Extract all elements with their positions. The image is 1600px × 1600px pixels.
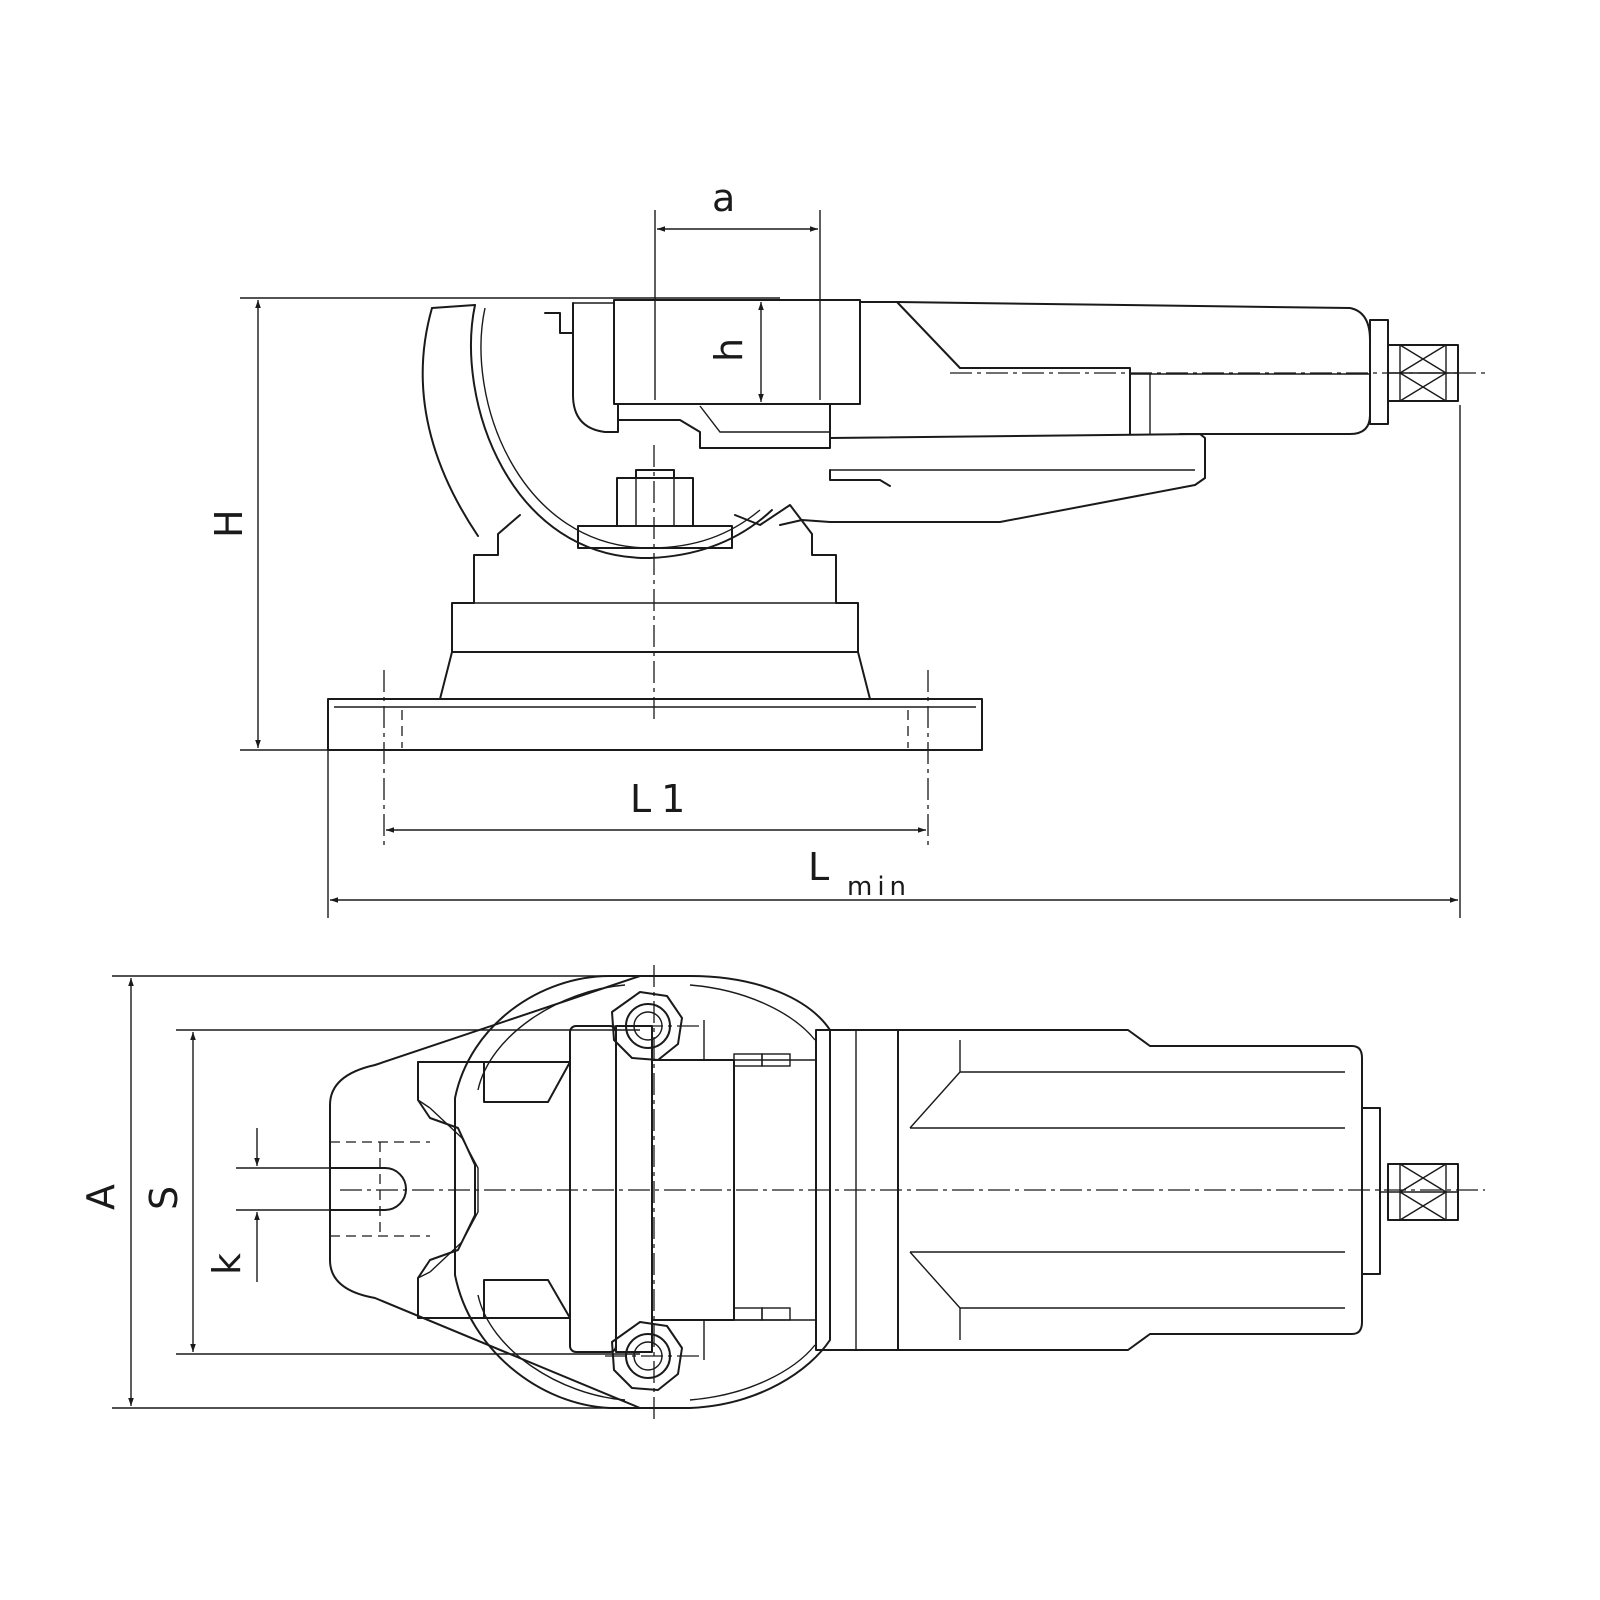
dimension-A: A bbox=[79, 975, 640, 1409]
side-view bbox=[327, 299, 1485, 850]
label-L: L bbox=[808, 845, 829, 889]
top-view bbox=[329, 965, 1485, 1420]
base-plate bbox=[327, 670, 983, 850]
dimension-k: k bbox=[205, 1128, 330, 1282]
clamp-nut bbox=[577, 469, 733, 549]
jaws bbox=[544, 299, 861, 449]
label-h: h bbox=[707, 338, 751, 362]
t-slot bbox=[329, 1141, 430, 1237]
dimension-L1: L1 bbox=[386, 777, 926, 833]
label-L1: L1 bbox=[630, 777, 695, 821]
label-min: min bbox=[847, 872, 911, 902]
swivel-disc bbox=[454, 975, 831, 1409]
dimension-h: h bbox=[707, 299, 780, 405]
dimension-Lmin: L min bbox=[327, 405, 1461, 918]
label-S: S bbox=[142, 1186, 186, 1210]
label-k: k bbox=[205, 1253, 249, 1275]
label-a: a bbox=[712, 176, 735, 220]
dimension-a: a bbox=[654, 176, 821, 400]
label-H: H bbox=[207, 509, 251, 538]
dimension-S: S bbox=[142, 1029, 640, 1355]
dimension-H: H bbox=[207, 297, 780, 751]
swivel-base bbox=[439, 504, 871, 700]
label-A: A bbox=[79, 1184, 123, 1210]
spindle-housing bbox=[779, 301, 1459, 526]
swivel-body bbox=[421, 304, 773, 560]
base-outline bbox=[329, 975, 641, 1409]
